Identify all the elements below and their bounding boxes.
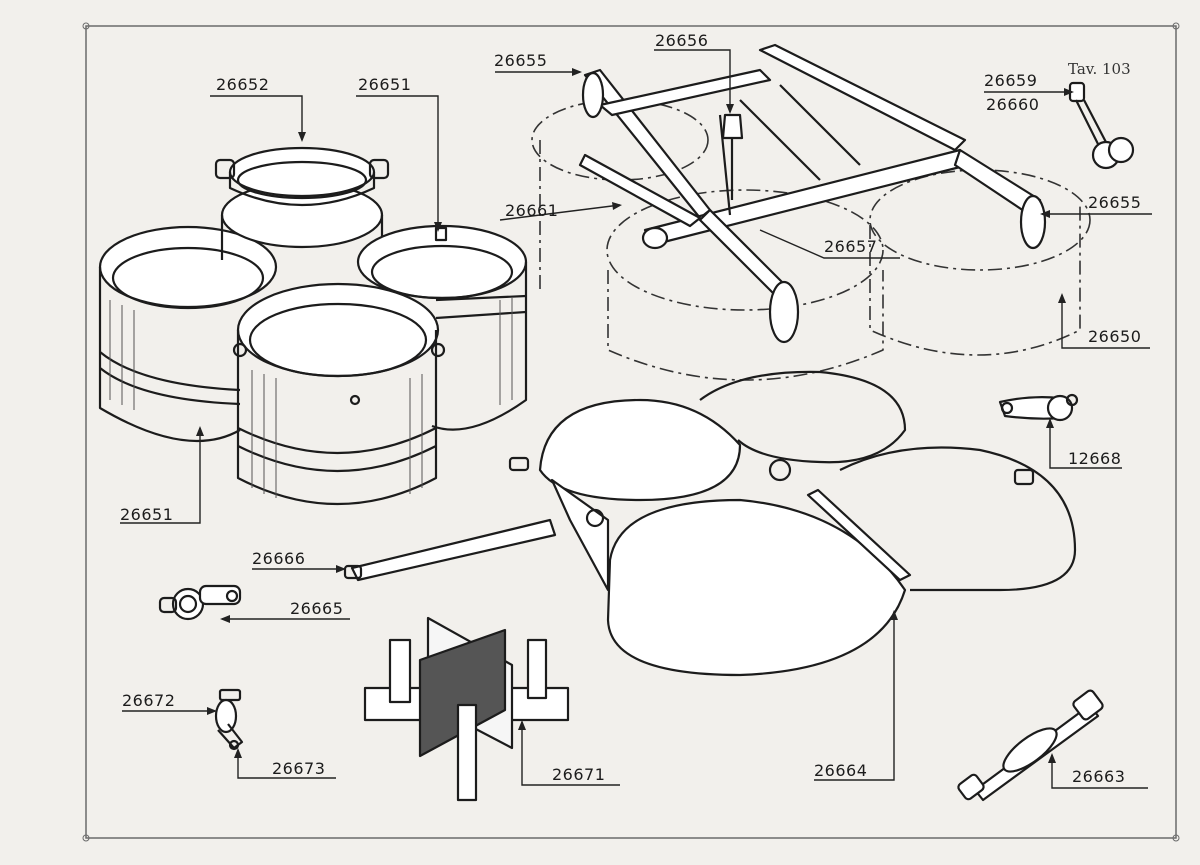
clip-icon	[214, 688, 244, 751]
clamp-icon	[158, 584, 242, 621]
part-label-26666: 26666	[252, 549, 306, 568]
part-label-26656: 26656	[655, 31, 709, 50]
part-label-26672: 26672	[122, 691, 176, 710]
part-label-26663: 26663	[1072, 767, 1126, 786]
part-label-26664: 26664	[814, 761, 868, 780]
cradle-icon	[508, 370, 1077, 677]
part-label-26657: 26657	[824, 237, 878, 256]
leader-lines	[120, 49, 1152, 789]
part-label-26655-left: 26655	[494, 51, 548, 70]
part-label-26655-right: 26655	[1088, 193, 1142, 212]
plate-border	[85, 25, 1177, 839]
leader-arrowheads	[196, 68, 1074, 763]
clamp-icon	[998, 393, 1079, 422]
part-label-26665: 26665	[290, 599, 344, 618]
plate-title: Tav. 103	[1068, 60, 1131, 78]
cross-base-icon	[363, 616, 570, 802]
frame-icon	[531, 43, 1091, 381]
part-label-26660: 26660	[986, 95, 1040, 114]
part-label-26650: 26650	[1088, 327, 1142, 346]
tie-rod-icon	[343, 518, 557, 582]
part-label-26673: 26673	[272, 759, 326, 778]
border-corner-mark	[1172, 22, 1180, 30]
part-label-26661: 26661	[505, 201, 559, 220]
turnbuckle-icon	[957, 689, 1104, 802]
part-label-26659: 26659	[984, 71, 1038, 90]
border-corner-mark	[82, 834, 90, 842]
bolt-icon	[1068, 81, 1135, 170]
part-label-26651-bottom: 26651	[120, 505, 174, 524]
part-label-26652: 26652	[216, 75, 270, 94]
cylinder-bands-icon	[98, 146, 528, 505]
part-label-26671: 26671	[552, 765, 606, 784]
part-label-26651-top: 26651	[358, 75, 412, 94]
border-corner-mark	[1172, 834, 1180, 842]
border-corner-mark	[82, 22, 90, 30]
part-label-12668: 12668	[1068, 449, 1122, 468]
